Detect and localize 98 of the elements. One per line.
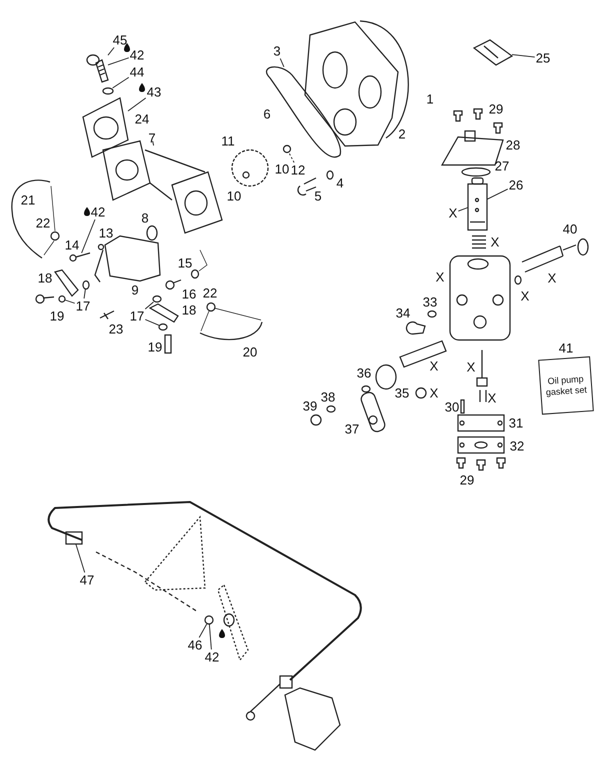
callout-number: X	[546, 270, 558, 286]
leader-line	[152, 140, 154, 146]
callout-number: 2	[397, 126, 407, 142]
callout-number: 19	[146, 340, 164, 354]
washer-symbol	[102, 87, 114, 95]
callout-number: 37	[344, 422, 360, 436]
callout-number: 8	[140, 210, 150, 226]
callout-number: 32	[508, 438, 526, 454]
callout-number: 28	[504, 138, 522, 152]
callout-number: 7	[147, 130, 157, 146]
leader-line	[144, 319, 160, 326]
callout-number: 39	[302, 398, 318, 414]
callout-number: X	[486, 390, 498, 406]
callout-number: 38	[320, 390, 336, 404]
nut-symbol	[282, 144, 292, 154]
callout-number: 42	[128, 48, 146, 62]
callout-number: 17	[74, 298, 92, 314]
callout-number: 17	[128, 308, 146, 324]
callout-number: 11	[220, 134, 236, 148]
callout-number: 5	[313, 188, 323, 204]
screw-drawing	[69, 252, 90, 262]
leader-line	[144, 302, 154, 310]
callout-number: X	[520, 288, 530, 304]
callout-number: X	[428, 358, 440, 374]
callout-number: 20	[242, 344, 258, 360]
o-ring-drawing	[266, 66, 342, 158]
callout-number: 18	[180, 302, 198, 318]
callout-number: 19	[48, 308, 66, 324]
callout-number: X	[448, 206, 458, 220]
callout-number: 41	[558, 340, 574, 356]
leader-line	[288, 152, 295, 163]
washer-symbol	[204, 615, 214, 625]
callout-number: 23	[108, 322, 124, 336]
callout-number: 10	[226, 188, 242, 204]
callout-number: 26	[508, 178, 524, 192]
leader-line	[64, 300, 76, 304]
callout-number: 22	[34, 216, 52, 230]
bolt-drawing	[86, 54, 109, 83]
leader-line	[198, 624, 208, 638]
callout-number: 4	[335, 176, 345, 190]
callout-number: 35	[394, 386, 410, 400]
clip-drawing	[473, 39, 514, 66]
callout-number: 24	[134, 112, 150, 126]
callout-number: 43	[146, 84, 162, 100]
leader-line	[81, 219, 96, 254]
callout-number: 14	[64, 238, 80, 252]
leader-line	[512, 54, 536, 58]
callout-number: 16	[180, 286, 198, 302]
callout-number: 33	[422, 294, 438, 310]
gasket-set-packet	[538, 356, 594, 415]
callout-number: 40	[562, 222, 578, 236]
callout-number: 44	[128, 64, 146, 80]
callout-number: 13	[98, 226, 114, 240]
callout-number: 29	[488, 102, 504, 116]
leader-line	[108, 57, 130, 66]
leader-line	[112, 76, 130, 88]
callout-number: 45	[112, 32, 128, 48]
callout-number: 42	[90, 204, 106, 220]
callout-number: 9	[130, 282, 140, 298]
callout-number: 25	[534, 50, 552, 66]
callout-number: 1	[425, 92, 435, 106]
callout-number: 47	[78, 572, 96, 588]
piston-drawing	[467, 177, 488, 231]
cable-fitting	[65, 531, 83, 545]
callout-number: 22	[202, 286, 218, 300]
callout-number: 3	[272, 44, 282, 58]
callout-number: 30	[444, 400, 460, 414]
leader-line	[84, 288, 86, 299]
leader-line	[75, 544, 86, 573]
callout-number: X	[466, 360, 476, 374]
callout-number: 21	[20, 192, 36, 208]
leader-line	[108, 47, 115, 56]
leader-line	[280, 58, 284, 68]
callout-number: 36	[356, 366, 372, 380]
gasket-drawing	[82, 97, 129, 158]
washer-symbol	[82, 280, 90, 290]
callout-number: 15	[176, 256, 194, 270]
callout-number: 6	[262, 106, 272, 122]
packet-label: Oil pump gasket set	[544, 373, 588, 398]
callout-number: 12	[290, 162, 306, 178]
callout-number: 34	[394, 306, 412, 320]
callout-number: X	[428, 386, 440, 400]
callout-number: 46	[186, 638, 204, 652]
callout-number: 31	[508, 416, 524, 430]
washer-symbol	[152, 295, 162, 303]
washer-symbol	[58, 295, 66, 303]
callout-number: X	[490, 234, 500, 250]
leader-line	[486, 188, 508, 200]
callout-number: X	[434, 270, 446, 284]
callout-number: 18	[36, 270, 54, 286]
leader-line	[208, 624, 212, 650]
callout-number: 29	[458, 472, 476, 488]
callout-number: 42	[204, 650, 220, 664]
callout-number: 10	[274, 162, 290, 176]
leader-line	[458, 207, 468, 212]
callout-number: 27	[494, 158, 510, 174]
leader-line	[128, 98, 146, 112]
washer-symbol	[158, 323, 168, 331]
